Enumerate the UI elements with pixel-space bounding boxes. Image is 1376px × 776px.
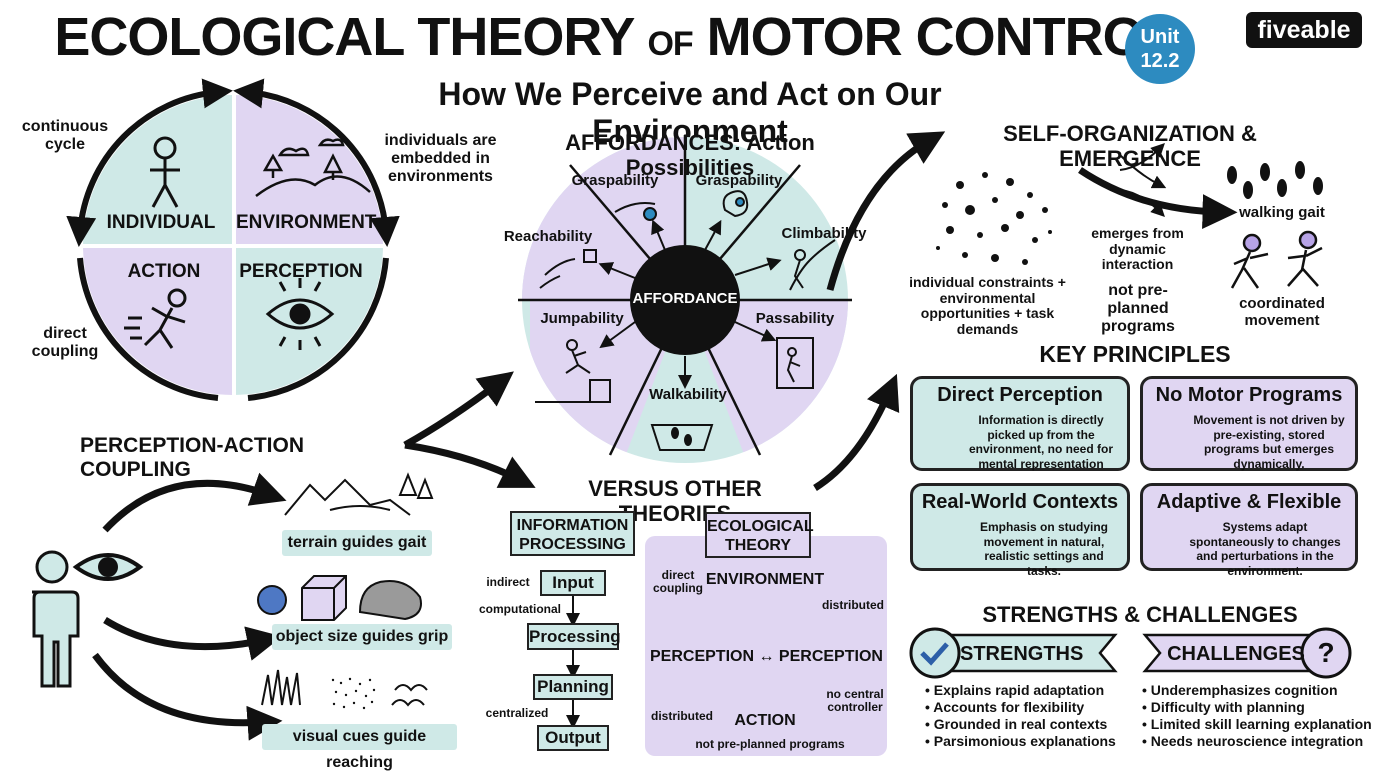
self-org-not-preplanned: not pre-planned programs bbox=[1101, 282, 1175, 335]
flow-input: Input bbox=[540, 570, 606, 596]
strength-item: Explains rapid adaptation bbox=[925, 682, 1116, 699]
self-org-title: SELF-ORGANIZATION & EMERGENCE bbox=[1003, 121, 1257, 171]
eco-environment: ENVIRONMENT bbox=[705, 571, 825, 588]
eco-direct-coupling: direct coupling bbox=[653, 568, 703, 596]
challenge-item: Needs neuroscience integration bbox=[1142, 733, 1372, 750]
coupling-example-terrain: terrain guides gait bbox=[282, 530, 432, 556]
question-icon: ? bbox=[1317, 637, 1335, 668]
eco-no-central: no central controller bbox=[826, 687, 884, 715]
person-eye-icon bbox=[32, 550, 144, 688]
affordance-jumpability: Jumpability bbox=[540, 310, 624, 327]
connector-arrows bbox=[92, 131, 1238, 741]
challenges-label: CHALLENGES bbox=[1167, 643, 1305, 665]
label-computational: computational bbox=[478, 602, 561, 616]
cycle-arrows bbox=[66, 78, 400, 401]
texture-dots bbox=[331, 677, 376, 710]
runner-icon bbox=[124, 288, 187, 349]
affordance-graspability-left: Graspability bbox=[571, 172, 659, 189]
strengths-label: STRENGTHS bbox=[960, 643, 1084, 665]
note-continuous-cycle: continuous cycle bbox=[21, 118, 109, 153]
affordance-walkability: Walkability bbox=[649, 386, 727, 403]
title-of: OF bbox=[647, 25, 693, 63]
coupling-illustrations bbox=[257, 472, 434, 707]
self-org-coordinated: coordinated movement bbox=[1239, 295, 1325, 329]
eco-distributed-top: distributed bbox=[822, 598, 884, 612]
note-direct-coupling: direct coupling bbox=[31, 325, 99, 360]
challenges-badge bbox=[1300, 627, 1352, 679]
strength-item: Parsimonious explanations bbox=[925, 733, 1116, 750]
note-embedded: individuals are embedded in environments bbox=[384, 132, 497, 185]
strength-item: Grounded in real contexts bbox=[925, 716, 1116, 733]
key-principles-title: KEY PRINCIPLES bbox=[1039, 341, 1231, 367]
info-processing-title: INFORMATION PROCESSING bbox=[510, 511, 635, 556]
eco-not-preplanned: not pre-planned programs bbox=[695, 737, 845, 751]
affordances-title: AFFORDANCES: Action Possibilities bbox=[565, 130, 815, 180]
flow-output: Output bbox=[537, 725, 609, 751]
ecological-title: ECOLOGICAL THEORY bbox=[705, 512, 814, 558]
flow-planning: Planning bbox=[533, 674, 613, 700]
affordance-graspability-right: Graspability bbox=[695, 172, 783, 189]
label-indirect: indirect bbox=[486, 575, 530, 589]
quadrant-environment: ENVIRONMENT bbox=[236, 212, 377, 233]
self-org-walking: walking gait bbox=[1239, 204, 1325, 221]
affordance-center-label: AFFORDANCE bbox=[632, 290, 738, 307]
landscape-icon bbox=[255, 138, 371, 197]
page-title: ECOLOGICAL THEORY OF MOTOR CONTROL bbox=[54, 7, 1176, 67]
individual-icon bbox=[150, 136, 180, 208]
affordance-icons bbox=[535, 190, 836, 451]
strength-item: Accounts for flexibility bbox=[925, 699, 1116, 716]
quadrant-perception: PERCEPTION bbox=[239, 261, 363, 282]
self-org-emerges: emerges from dynamic interaction bbox=[1091, 225, 1184, 273]
affordance-center bbox=[630, 245, 740, 355]
branch-arrows-icon bbox=[1119, 143, 1167, 217]
flow-processing: Processing bbox=[527, 623, 621, 650]
challenge-item: Difficulty with planning bbox=[1142, 699, 1372, 716]
emergence-dots bbox=[936, 172, 1052, 265]
challenge-item: Underemphasizes cognition bbox=[1142, 682, 1372, 699]
ecological-panel bbox=[645, 536, 887, 756]
challenge-item: Limited skill learning explanation bbox=[1142, 716, 1372, 733]
eye-icon bbox=[265, 278, 335, 350]
coupling-example-grip: object size guides grip bbox=[272, 624, 452, 650]
affordance-reachability: Reachability bbox=[503, 228, 593, 245]
affordance-arrows bbox=[598, 219, 782, 389]
affordance-climbability: Climbability bbox=[781, 225, 867, 242]
quadrant-individual: INDIVIDUAL bbox=[106, 212, 216, 233]
self-org-constraints: individual constraints + environmental o… bbox=[909, 274, 1066, 338]
eco-distributed-bottom: distributed bbox=[651, 709, 713, 723]
affordance-passability: Passability bbox=[755, 310, 835, 327]
footprints-icon bbox=[1227, 161, 1323, 199]
label-centralized: centralized bbox=[485, 706, 549, 720]
strengths-challenges-title: STRENGTHS & CHALLENGES bbox=[982, 602, 1298, 627]
coordinated-figures-icon bbox=[1230, 230, 1323, 289]
eco-perception-perception: PERCEPTION ↔ PERCEPTION bbox=[650, 648, 883, 665]
challenges-banner bbox=[1142, 633, 1322, 673]
double-arrow-icon: ↔ bbox=[758, 648, 775, 665]
fiveable-logo[interactable]: fiveable bbox=[1246, 12, 1362, 48]
quadrant-action: ACTION bbox=[127, 261, 201, 282]
coupling-title: PERCEPTION-ACTION COUPLING bbox=[80, 434, 305, 481]
check-icon bbox=[920, 642, 949, 666]
coupling-example-reaching: visual cues guide reaching bbox=[262, 724, 457, 771]
strengths-badge bbox=[909, 627, 961, 679]
strengths-list: Explains rapid adaptation Accounts for f… bbox=[925, 682, 1116, 750]
eco-action: ACTION bbox=[734, 712, 796, 729]
challenges-list: Underemphasizes cognition Difficulty wit… bbox=[1142, 682, 1372, 750]
